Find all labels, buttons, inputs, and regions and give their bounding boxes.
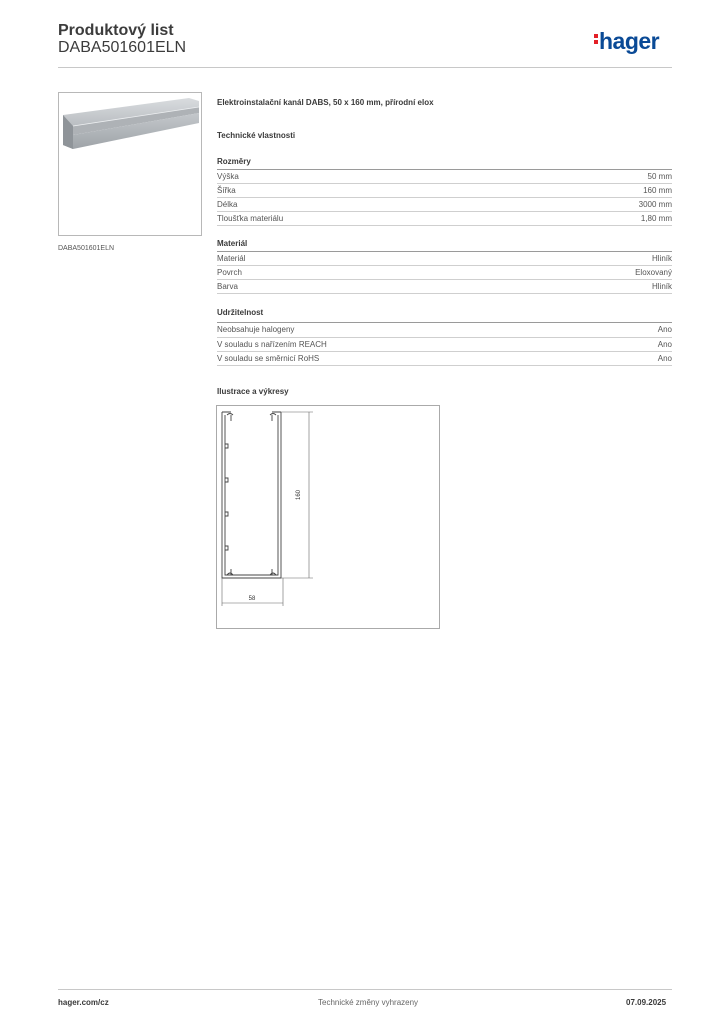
photo-caption: DABA501601ELN	[58, 245, 115, 252]
illustrations-heading: Ilustrace a výkresy	[217, 387, 289, 396]
table-row: Materiál Hliník	[217, 251, 672, 265]
table-row: Tloušťka materiálu 1,80 mm	[217, 211, 672, 225]
footer-date: 07.09.2025	[626, 998, 667, 1007]
table-end-line	[217, 365, 672, 366]
cross-section-drawing: 160 58	[221, 411, 313, 606]
table-row: Délka 3000 mm	[217, 197, 672, 211]
table-row: Neobsahuje halogeny Ano	[217, 322, 672, 336]
row-label: Neobsahuje halogeny	[217, 325, 295, 334]
row-value: Hliník	[651, 282, 672, 291]
row-value: Ano	[657, 340, 672, 349]
row-value: Eloxovaný	[635, 268, 672, 277]
hager-logo: hager	[594, 28, 660, 55]
row-value: Hliník	[651, 254, 672, 263]
section-heading-material: Materiál	[217, 239, 248, 248]
section-heading-dimensions: Rozměry	[217, 157, 251, 166]
footer-note: Technické změny vyhrazeny	[318, 998, 419, 1007]
footer-website-link[interactable]: hager.com/cz	[58, 998, 109, 1007]
table-row: Barva Hliník	[217, 279, 672, 293]
row-value: Ano	[657, 354, 672, 363]
row-label: Šířka	[217, 186, 236, 195]
row-value: Ano	[657, 325, 672, 334]
width-dimension-label: 58	[249, 596, 256, 602]
height-dimension-label: 160	[296, 489, 302, 500]
product-reference: DABA501601ELN	[58, 39, 187, 56]
row-label: Tloušťka materiálu	[217, 214, 284, 223]
row-value: 50 mm	[647, 172, 672, 181]
product-description: Elektroinstalační kanál DABS, 50 x 160 m…	[217, 98, 434, 107]
row-value: 3000 mm	[638, 200, 672, 209]
logo-text: hager	[599, 28, 660, 54]
header-divider	[58, 67, 672, 68]
logo-dots-icon	[594, 32, 598, 46]
table-row: V souladu se směrnicí RoHS Ano	[217, 351, 672, 365]
section-heading-sustainability: Udržitelnost	[217, 308, 264, 317]
row-value: 160 mm	[643, 186, 672, 195]
row-value: 1,80 mm	[640, 214, 672, 223]
table-row: Povrch Eloxovaný	[217, 265, 672, 279]
table-row: Výška 50 mm	[217, 169, 672, 183]
table-end-line	[217, 293, 672, 294]
row-label: Materiál	[217, 254, 246, 263]
page-title: Produktový list	[58, 22, 174, 39]
row-label: Výška	[217, 172, 239, 181]
footer-divider	[58, 989, 672, 990]
row-label: Délka	[217, 200, 238, 209]
row-label: Barva	[217, 282, 238, 291]
row-label: Povrch	[217, 268, 242, 277]
row-label: V souladu se směrnicí RoHS	[217, 354, 320, 363]
table-row: V souladu s nařízením REACH Ano	[217, 337, 672, 351]
table-end-line	[217, 225, 672, 226]
technical-drawing: 160 58	[216, 405, 440, 629]
cable-duct-photo-icon	[63, 98, 200, 149]
table-row: Šířka 160 mm	[217, 183, 672, 197]
technical-properties-heading: Technické vlastnosti	[217, 131, 296, 140]
row-label: V souladu s nařízením REACH	[217, 340, 327, 349]
product-photo	[58, 92, 202, 236]
